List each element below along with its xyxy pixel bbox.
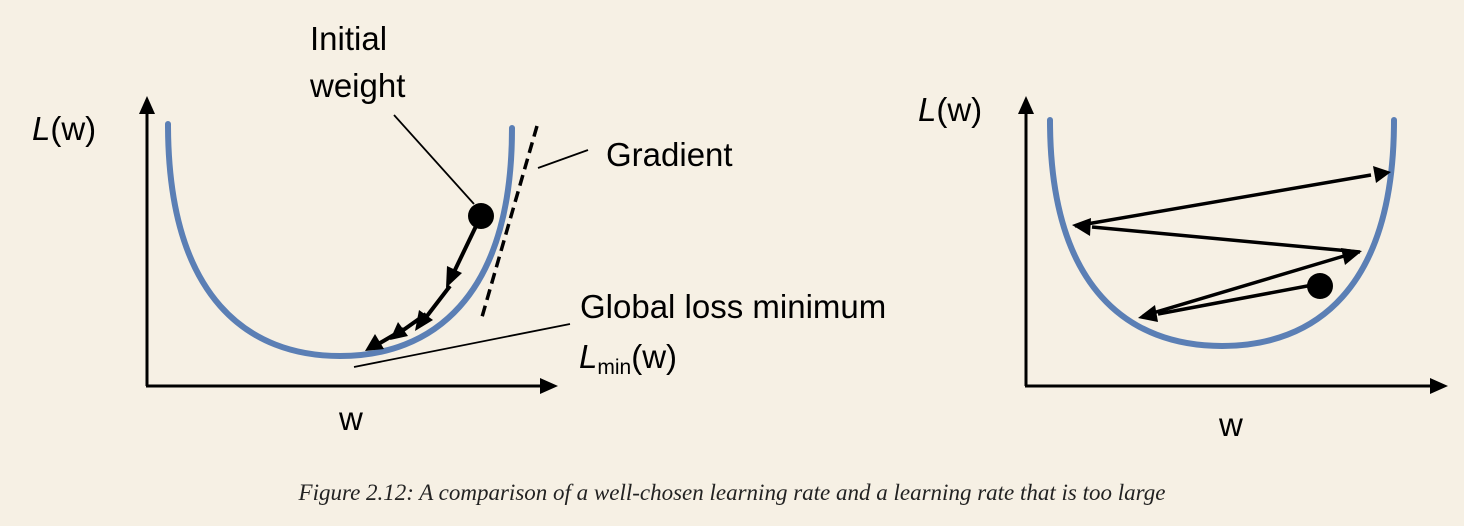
initial-weight-label-line1: Initial: [310, 20, 387, 57]
descent-step-3: [400, 312, 428, 333]
l-min-italic: L: [579, 338, 597, 375]
gradient-label: Gradient: [606, 136, 733, 173]
descent-step-1: [452, 221, 480, 273]
l-min-rest: (w): [631, 338, 677, 375]
right-y-axis-label-rest: (w): [936, 91, 982, 128]
l-min-label: Lmin(w): [579, 338, 677, 379]
left-x-axis-label: w: [338, 400, 363, 437]
descent-step-4-arrowhead: [365, 334, 384, 351]
right-x-axis-label: w: [1218, 406, 1243, 443]
left-x-axis-arrowhead: [540, 378, 558, 394]
overshoot-step-4-arrowhead: [1373, 166, 1391, 183]
gradient-leader-line: [537, 149, 589, 169]
initial-weight-dot: [468, 203, 494, 229]
left-panel: L(w) w Initial weight Gradient Global lo…: [32, 20, 886, 437]
right-y-axis-label-italic: L: [918, 91, 936, 128]
right-y-axis-arrowhead: [1018, 96, 1034, 114]
overshoot-step-3-arrowhead: [1072, 218, 1091, 236]
left-y-axis-label-italic: L: [32, 110, 50, 147]
right-x-axis-arrowhead: [1430, 378, 1448, 394]
global-minimum-label: Global loss minimum: [580, 288, 886, 325]
descent-step-4: [378, 327, 406, 345]
overshoot-step-2: [1142, 254, 1345, 318]
left-y-axis-label: L(w): [32, 110, 96, 147]
descent-step-1-arrowhead: [446, 266, 462, 288]
right-panel: L(w) w: [918, 91, 1448, 443]
initial-weight-label-line2: weight: [309, 67, 405, 104]
overshoot-step-3: [1091, 225, 1361, 254]
initial-weight-leader-line: [393, 114, 475, 205]
right-loss-curve: [1047, 117, 1397, 350]
right-initial-weight-dot: [1307, 273, 1333, 299]
figure-caption: Figure 2.12: A comparison of a well-chos…: [298, 480, 1166, 505]
descent-step-2-arrowhead: [415, 310, 433, 331]
global-minimum-leader-line: [353, 323, 571, 368]
right-y-axis-label: L(w): [918, 91, 982, 128]
overshoot-steps: [1072, 166, 1391, 322]
overshoot-step-4: [1074, 173, 1372, 228]
left-y-axis-label-rest: (w): [50, 110, 96, 147]
l-min-subscript: min: [597, 356, 631, 379]
left-y-axis-arrowhead: [139, 96, 155, 114]
overshoot-step-1: [1157, 282, 1319, 316]
descent-steps: [365, 221, 480, 351]
descent-step-2: [425, 284, 452, 318]
left-loss-curve: [165, 121, 515, 360]
